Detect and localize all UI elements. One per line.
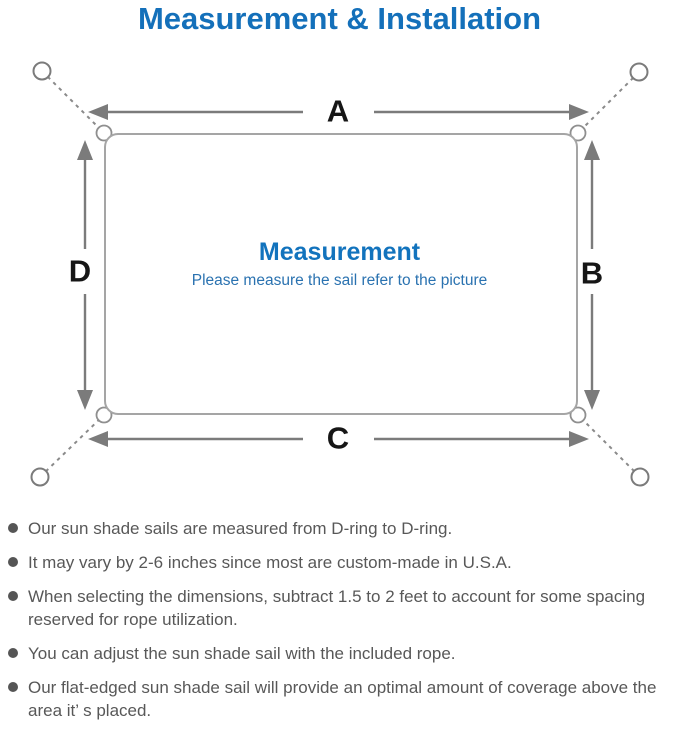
- d-rings: [95, 124, 587, 424]
- dimension-label-a: A: [326, 93, 350, 129]
- list-item: It may vary by 2-6 inches since most are…: [8, 551, 673, 574]
- bullet-icon: [8, 557, 18, 567]
- bullet-icon: [8, 591, 18, 601]
- guy-line-bottom-left: [39, 413, 106, 478]
- note-text: When selecting the dimensions, subtract …: [28, 587, 646, 629]
- arrowhead-up-icon: [77, 140, 93, 160]
- diagram-center-subtitle: Please measure the sail refer to the pic…: [191, 272, 488, 289]
- note-text: Our sun shade sails are measured from D-…: [28, 519, 453, 538]
- arrowhead-down-icon: [584, 390, 600, 410]
- guy-line-top-right: [576, 71, 640, 135]
- d-ring-bottom-left: [95, 406, 113, 424]
- list-item: Our flat-edged sun shade sail will provi…: [8, 676, 673, 722]
- measurement-diagram: A B C D Measurement Please measure the s…: [0, 44, 679, 504]
- d-ring-bottom-right: [569, 406, 587, 424]
- guy-line-bottom-right: [576, 413, 641, 478]
- arrowhead-left-icon: [88, 431, 108, 447]
- dimension-arrow-right: [584, 140, 600, 410]
- arrowhead-left-icon: [88, 104, 108, 120]
- bullet-icon: [8, 648, 18, 658]
- diagram-center-title: Measurement: [258, 238, 421, 266]
- guy-line-top-left: [41, 70, 106, 135]
- guy-lines: [39, 70, 641, 478]
- notes-list: Our sun shade sails are measured from D-…: [0, 504, 679, 722]
- list-item: You can adjust the sun shade sail with t…: [8, 642, 673, 665]
- dimension-label-c: C: [326, 420, 350, 456]
- dimension-arrow-left: [77, 140, 93, 410]
- note-text: Our flat-edged sun shade sail will provi…: [28, 678, 657, 720]
- note-text: You can adjust the sun shade sail with t…: [28, 644, 456, 663]
- list-item: When selecting the dimensions, subtract …: [8, 585, 673, 631]
- arrowhead-up-icon: [584, 140, 600, 160]
- bullet-icon: [8, 523, 18, 533]
- arrowhead-right-icon: [569, 104, 589, 120]
- anchor-ring-bottom-right: [630, 467, 650, 487]
- anchor-ring-top-left: [32, 61, 52, 81]
- d-ring-top-right: [569, 124, 587, 142]
- list-item: Our sun shade sails are measured from D-…: [8, 517, 673, 540]
- note-text: It may vary by 2-6 inches since most are…: [28, 553, 512, 572]
- dimension-arrow-top: [88, 104, 589, 120]
- shade-sail-outline: [104, 133, 578, 415]
- arrowhead-right-icon: [569, 431, 589, 447]
- dimension-label-b: B: [580, 255, 604, 291]
- arrowhead-down-icon: [77, 390, 93, 410]
- diagram-canvas: [30, 61, 650, 487]
- anchor-ring-bottom-left: [30, 467, 50, 487]
- anchor-points: [30, 61, 650, 487]
- bullet-icon: [8, 682, 18, 692]
- page-title: Measurement & Installation: [137, 1, 542, 36]
- dimension-arrow-bottom: [88, 431, 589, 447]
- d-ring-top-left: [95, 124, 113, 142]
- dimension-label-d: D: [68, 253, 92, 289]
- anchor-ring-top-right: [629, 62, 649, 82]
- diagram-center-text: Measurement Please measure the sail refe…: [0, 237, 679, 290]
